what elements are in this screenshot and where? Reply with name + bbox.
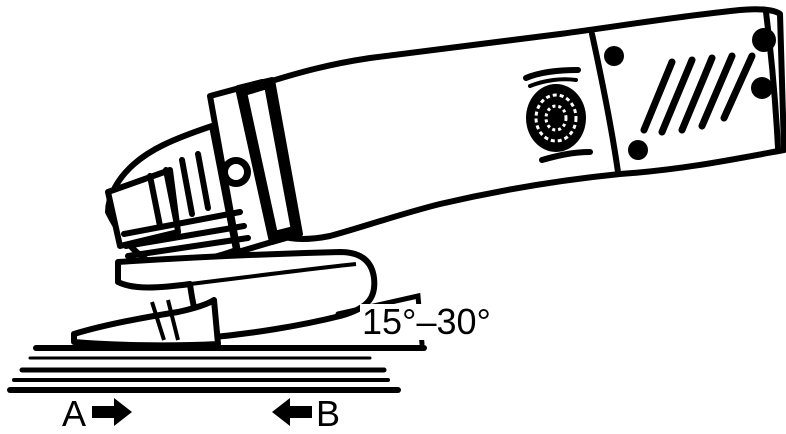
grinding-disc xyxy=(71,297,221,349)
vent-grille-icon xyxy=(640,52,756,136)
direction-a-label: A xyxy=(62,393,87,434)
body-screw-icons xyxy=(604,28,776,160)
gear-head-ribs xyxy=(121,151,251,259)
gear-head xyxy=(105,77,303,266)
spindle-lock-icon xyxy=(221,157,251,187)
direction-b-label: B xyxy=(316,393,341,434)
left-arrow-icon xyxy=(272,398,312,426)
right-arrow-icon xyxy=(92,398,132,426)
grinder-body xyxy=(259,6,786,242)
angle-range-label: 15°–30° xyxy=(360,301,493,342)
work-surface xyxy=(7,345,427,393)
speed-dial-icon xyxy=(523,67,593,163)
